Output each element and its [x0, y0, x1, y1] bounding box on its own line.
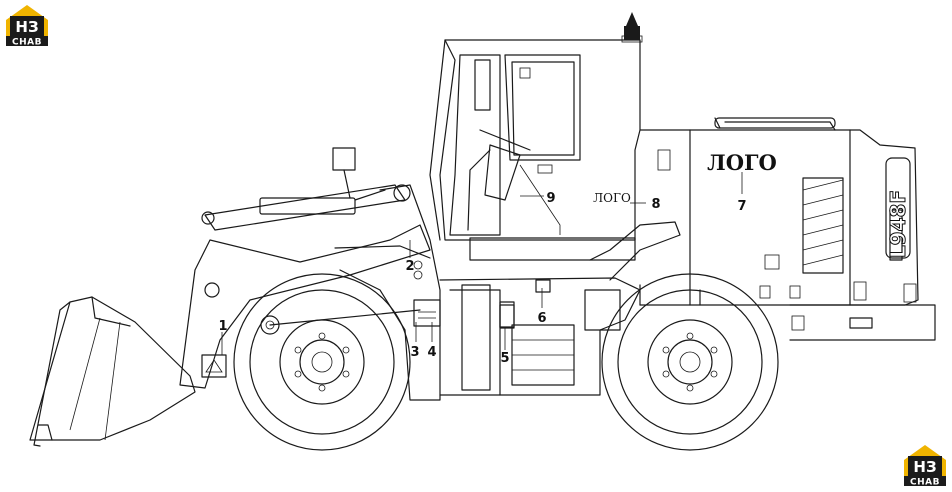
callout-2: 2 [405, 259, 414, 274]
front-wheel [233, 273, 411, 451]
beacon-light [621, 12, 643, 43]
brand-logo-graphic-2: НЗ CHAB [904, 445, 946, 488]
brand-name-2: CHAB [910, 478, 940, 488]
callout-6: 6 [537, 311, 546, 326]
callout-4: 4 [427, 345, 436, 360]
brand-mark-2: НЗ [913, 458, 936, 476]
lift-arm [179, 147, 431, 389]
engine-hood [639, 117, 936, 341]
brand-logo-top-left: НЗ CHAB [2, 2, 52, 48]
callout-1: 1 [218, 319, 227, 334]
callout-9: 9 [546, 191, 555, 206]
chassis [439, 277, 641, 396]
brand-logo-graphic: НЗ CHAB [6, 5, 48, 48]
cab [429, 39, 681, 281]
callout-3: 3 [410, 345, 419, 360]
callout-5: 5 [500, 351, 509, 366]
callout-8: 8 [651, 197, 660, 212]
bucket [29, 296, 196, 447]
logo-label-side: ЛОГО [593, 191, 631, 205]
callout-7: 7 [737, 199, 746, 214]
brand-mark: НЗ [15, 18, 38, 36]
decal-plates [201, 299, 515, 378]
front-frame [334, 184, 441, 401]
brand-logo-bottom-right: НЗ CHAB [900, 442, 950, 488]
brand-name: CHAB [12, 38, 42, 48]
callout-leaders [221, 172, 743, 355]
model-name: L948F [886, 190, 910, 258]
logo-label-main: ЛОГО [707, 150, 777, 175]
